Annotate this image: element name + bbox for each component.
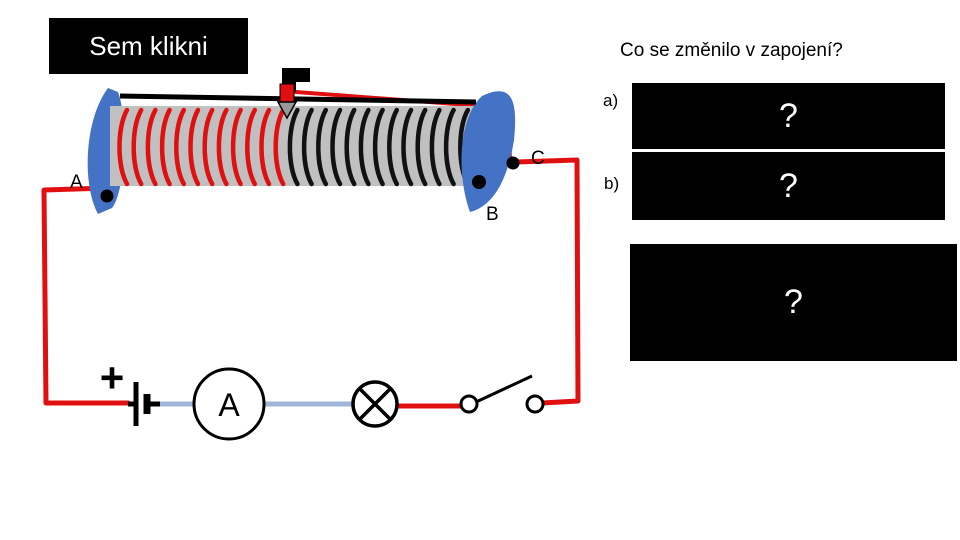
coil-winding <box>344 107 357 187</box>
coil-winding <box>174 107 187 187</box>
click-here-button[interactable]: Sem klikni <box>49 18 248 74</box>
answer-a-cover[interactable]: ? <box>632 83 945 149</box>
answer-a-label: a) <box>603 91 619 110</box>
coil-winding <box>159 107 172 187</box>
battery-plus-sign: + <box>100 354 125 401</box>
point-a-label: A <box>70 172 83 193</box>
terminal-c[interactable] <box>506 156 520 170</box>
slider-contact[interactable] <box>276 68 310 120</box>
point-c-label: C <box>531 148 545 169</box>
coil-winding <box>358 107 371 187</box>
coil-winding <box>230 107 243 187</box>
coil-winding <box>316 107 329 187</box>
wire-left-loop <box>41 185 131 406</box>
answer-b-label: b) <box>604 174 620 193</box>
terminal-b[interactable] <box>472 175 486 189</box>
switch-symbol[interactable] <box>459 374 545 414</box>
coil-winding <box>145 107 158 187</box>
coil-winding <box>273 107 286 187</box>
coil-winding <box>188 107 201 187</box>
summary-cover[interactable]: ? <box>630 244 957 361</box>
lamp-symbol <box>351 380 399 428</box>
coil-winding <box>443 107 456 187</box>
slider-rail <box>119 93 477 105</box>
coil-winding <box>245 107 258 187</box>
coil-winding <box>372 107 385 187</box>
coil-winding <box>330 107 343 187</box>
coil-winding <box>301 107 314 187</box>
coil-winding <box>216 107 229 187</box>
wire-right-loop <box>513 157 581 406</box>
coil-winding <box>387 107 400 187</box>
answer-b-cover[interactable]: ? <box>632 152 945 220</box>
ammeter-symbol <box>192 367 266 441</box>
rheostat-coil <box>117 107 471 187</box>
coil-winding <box>429 107 442 187</box>
coil-winding <box>202 107 215 187</box>
coil-winding <box>415 107 428 187</box>
coil-winding <box>131 107 144 187</box>
coil-winding <box>259 107 272 187</box>
question-text: Co se změnilo v zapojení? <box>620 40 843 61</box>
coil-winding <box>117 107 130 187</box>
coil-winding <box>287 107 300 187</box>
terminal-a[interactable] <box>100 189 114 203</box>
ammeter-label: A <box>218 387 240 423</box>
battery-symbol <box>128 382 160 426</box>
coil-winding <box>401 107 414 187</box>
point-b-label: B <box>486 204 499 225</box>
